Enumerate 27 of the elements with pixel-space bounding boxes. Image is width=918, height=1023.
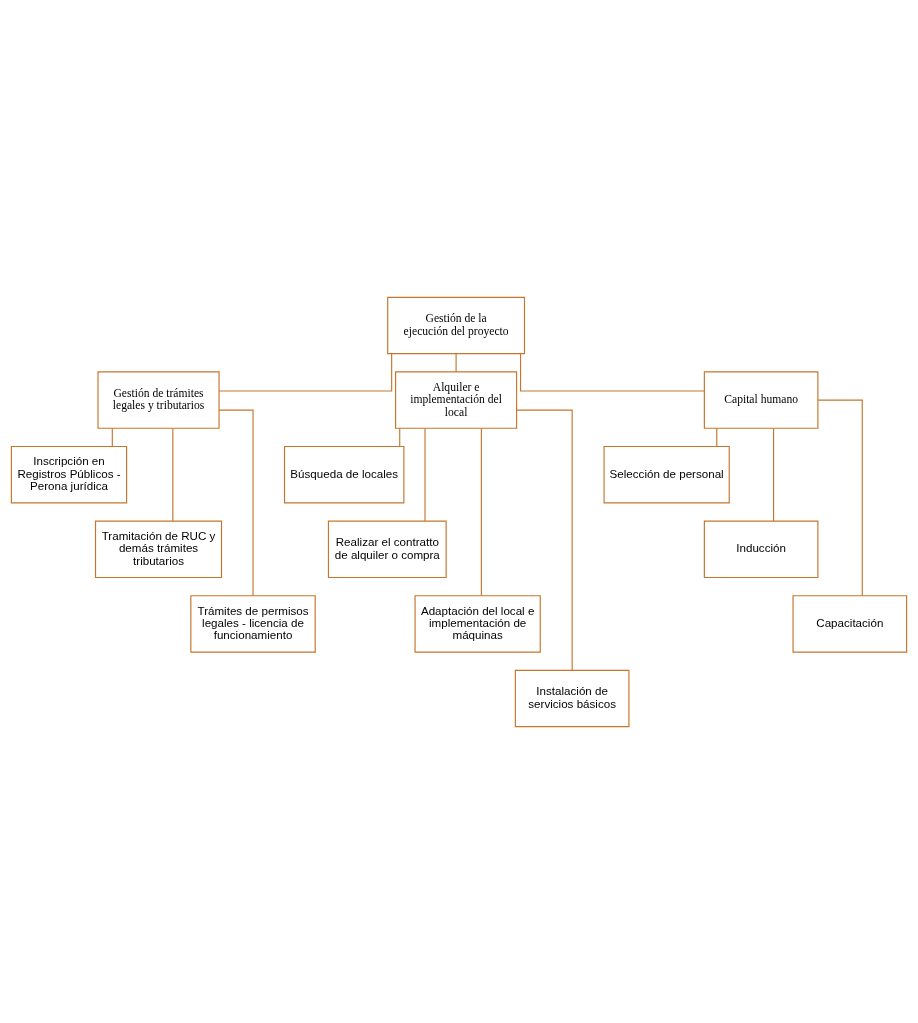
node-box: Inscripción en Registros Públicos - Perona jurídica	[10, 445, 128, 503]
connector	[516, 408, 573, 671]
node-box: Selección de personal	[603, 445, 730, 503]
connector	[424, 427, 426, 522]
connector	[773, 427, 775, 522]
connector	[111, 427, 113, 447]
node-box: Gestión de trámites legales y tributarios	[97, 370, 220, 429]
connector	[519, 352, 705, 392]
connector	[399, 427, 401, 447]
node-box: Tramitación de RUC y demás trámites tributarios	[94, 520, 223, 578]
node-box: Trámites de permisos legales - licencia de funcionamiento	[190, 594, 316, 653]
connector	[716, 427, 718, 447]
connector	[480, 427, 482, 596]
node-box: Inducción	[703, 520, 819, 578]
node-box: Realizar el contratto de alquiler o compra	[327, 520, 447, 578]
node-box: Gestión de la ejecución del proyecto	[387, 296, 526, 354]
node-box: Capital humano	[703, 370, 819, 429]
node-box: Capacitación	[792, 594, 908, 653]
node-box: Instalación de servicios básicos	[514, 669, 630, 727]
connector	[218, 408, 254, 596]
node-box: Búsqueda de locales	[283, 445, 405, 503]
connector	[455, 352, 457, 372]
connector	[817, 399, 863, 596]
connector	[172, 427, 174, 522]
connector	[218, 352, 393, 392]
node-box: Adaptación del local e implementación de máquinas	[414, 594, 541, 653]
node-box: Alquiler e implementación del local	[395, 370, 518, 429]
